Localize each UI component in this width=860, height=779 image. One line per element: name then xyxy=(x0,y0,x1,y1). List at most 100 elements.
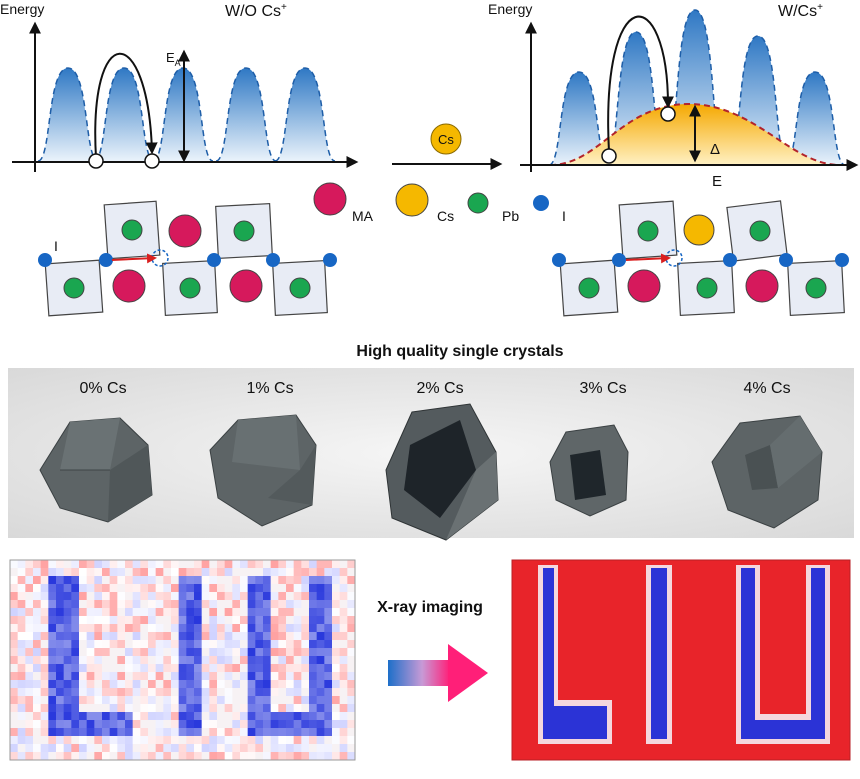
xray-pixel xyxy=(316,592,325,601)
xray-pixel xyxy=(209,592,218,601)
xray-pixel xyxy=(17,560,26,569)
xray-pixel xyxy=(94,576,103,585)
xray-pixel xyxy=(17,600,26,609)
xray-pixel xyxy=(163,720,172,729)
xray-pixel xyxy=(194,728,203,737)
xray-pixel xyxy=(286,624,295,633)
xray-pixel xyxy=(240,680,249,689)
xray-pixel xyxy=(33,680,42,689)
xray-pixel xyxy=(247,624,256,633)
xray-pixel xyxy=(155,592,164,601)
xray-pixel xyxy=(140,560,149,569)
xray-pixel xyxy=(25,616,34,625)
xray-pixel xyxy=(316,616,325,625)
xray-pixel xyxy=(171,736,180,745)
xray-pixel xyxy=(163,584,172,593)
xray-pixel xyxy=(48,584,57,593)
xray-pixel xyxy=(316,664,325,673)
energy-right-x-label: E xyxy=(712,173,722,190)
xray-pixel xyxy=(33,696,42,705)
xray-pixel xyxy=(240,672,249,681)
xray-pixel xyxy=(10,560,19,569)
xray-pixel xyxy=(339,640,348,649)
xray-pixel xyxy=(155,584,164,593)
xray-pixel xyxy=(125,584,134,593)
xray-pixel xyxy=(132,656,141,665)
xray-pixel xyxy=(17,664,26,673)
xray-pixel xyxy=(125,648,134,657)
xray-pixel xyxy=(186,632,195,641)
xray-pixel xyxy=(109,632,118,641)
xray-pixel xyxy=(324,712,333,721)
xray-pixel xyxy=(117,608,126,617)
xray-pixel xyxy=(232,568,241,577)
xray-pixel xyxy=(79,736,88,745)
xray-pixel xyxy=(278,688,287,697)
xray-pixel xyxy=(125,568,134,577)
xray-pixel xyxy=(33,656,42,665)
xray-pixel xyxy=(102,688,111,697)
xray-pixel xyxy=(209,656,218,665)
xray-pixel xyxy=(94,672,103,681)
xray-pixel xyxy=(33,648,42,657)
xray-pixel xyxy=(301,608,310,617)
xray-pixel xyxy=(71,576,80,585)
xray-pixel xyxy=(286,720,295,729)
xray-pixel xyxy=(278,568,287,577)
xray-pixel xyxy=(71,744,80,753)
i-ion xyxy=(38,253,52,267)
xray-pixel xyxy=(301,568,310,577)
xray-pixel xyxy=(48,672,57,681)
xray-pixel xyxy=(201,720,210,729)
letter-l xyxy=(543,568,607,739)
xray-pixel xyxy=(255,632,264,641)
xray-pixel xyxy=(309,704,318,713)
xray-pixel xyxy=(224,656,233,665)
energy-peak xyxy=(549,72,609,165)
xray-pixel xyxy=(240,632,249,641)
xray-pixel xyxy=(332,704,341,713)
xray-pixel xyxy=(316,560,325,569)
legend-cs-label: Cs xyxy=(437,208,454,224)
xray-pixel xyxy=(286,600,295,609)
xray-pixel xyxy=(270,560,279,569)
xray-pixel xyxy=(71,608,80,617)
xray-pixel xyxy=(25,632,34,641)
xray-pixel xyxy=(71,616,80,625)
xray-pixel xyxy=(148,704,157,713)
xray-pixel xyxy=(132,584,141,593)
xray-pixel xyxy=(186,664,195,673)
xray-pixel xyxy=(332,712,341,721)
xray-pixel xyxy=(309,600,318,609)
xray-pixel xyxy=(109,616,118,625)
xray-pixel xyxy=(40,728,49,737)
xray-pixel xyxy=(25,560,34,569)
xray-pixel xyxy=(240,608,249,617)
xray-pixel xyxy=(309,640,318,649)
xray-pixel xyxy=(10,752,19,761)
xray-pixel xyxy=(63,584,72,593)
xray-raw-image xyxy=(9,559,356,761)
xray-pixel xyxy=(56,560,65,569)
xray-pixel xyxy=(94,616,103,625)
xray-pixel xyxy=(217,720,226,729)
xray-pixel xyxy=(240,560,249,569)
xray-pixel xyxy=(209,576,218,585)
xray-pixel xyxy=(286,712,295,721)
xray-pixel xyxy=(339,608,348,617)
xray-pixel xyxy=(263,608,272,617)
xray-pixel xyxy=(178,680,187,689)
xray-pixel xyxy=(117,752,126,761)
xray-pixel xyxy=(247,712,256,721)
xray-pixel xyxy=(171,616,180,625)
xray-pixel xyxy=(63,728,72,737)
xray-pixel xyxy=(263,568,272,577)
xray-pixel xyxy=(194,752,203,761)
i-vacancy xyxy=(665,249,683,267)
xray-pixel xyxy=(48,720,57,729)
xray-pixel xyxy=(56,672,65,681)
imaging-arrow-body xyxy=(388,660,450,686)
xray-pixel xyxy=(163,624,172,633)
xray-pixel xyxy=(94,560,103,569)
xray-pixel xyxy=(56,648,65,657)
